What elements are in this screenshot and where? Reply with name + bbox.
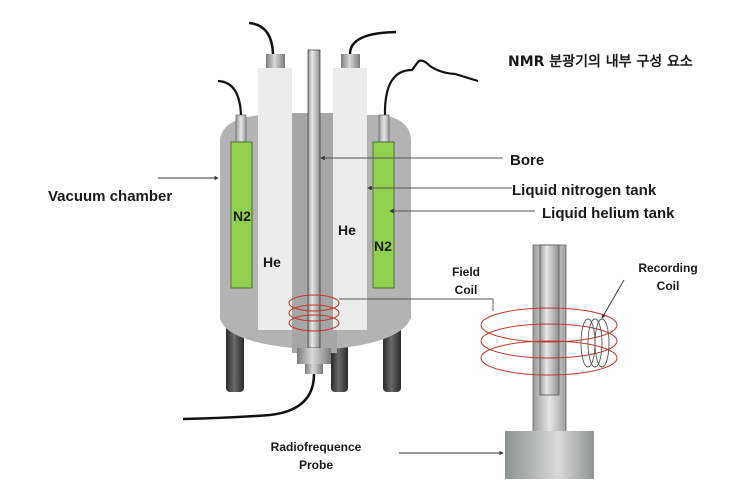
rf-probe-base [505,431,594,479]
bore-connector-tip [305,364,323,374]
field-coil-pointer [339,298,494,311]
nitrogen-tank-left [230,141,253,289]
bore-label: Bore [510,152,544,169]
rf-probe-label-1: Radiofrequence [271,440,362,454]
field-coil-small [288,294,340,332]
recording-coil [580,318,610,368]
cable-n2-right [383,59,479,117]
recording-coil-pointer [601,279,625,319]
cable-n2-left [217,79,243,117]
rf-probe-label-2: Probe [299,458,333,472]
bore-tube [307,49,321,349]
he-left-label: He [263,254,281,270]
field-coil-large [480,307,618,376]
n2-tube-right [378,114,390,143]
cable-helium-left [248,21,275,55]
n2-right-label: N2 [374,238,392,254]
he-right-label: He [338,222,356,238]
vacuum-chamber-label: Vacuum chamber [48,188,172,205]
recording-coil-label-1: Recording [638,261,697,275]
helium-cap-right [341,54,360,68]
nitrogen-tank-label: Liquid nitrogen tank [512,182,657,199]
helium-tank-left [258,68,292,330]
helium-tank-right [333,68,367,330]
n2-left-label: N2 [233,208,251,224]
field-coil-label-1: Field [452,265,480,279]
n2-tube-left [235,114,247,143]
cable-bottom [182,373,316,421]
recording-coil-label-2: Coil [657,279,680,293]
bore-connector [297,348,331,364]
probe-sample-tube [539,244,560,396]
nitrogen-tank-right [372,141,395,289]
cable-helium-right [348,30,397,55]
helium-cap-left [266,54,285,68]
diagram-title: NMR 분광기의 내부 구성 요소 [508,53,693,70]
helium-tank-label: Liquid helium tank [542,205,675,222]
field-coil-label-2: Coil [455,283,478,297]
